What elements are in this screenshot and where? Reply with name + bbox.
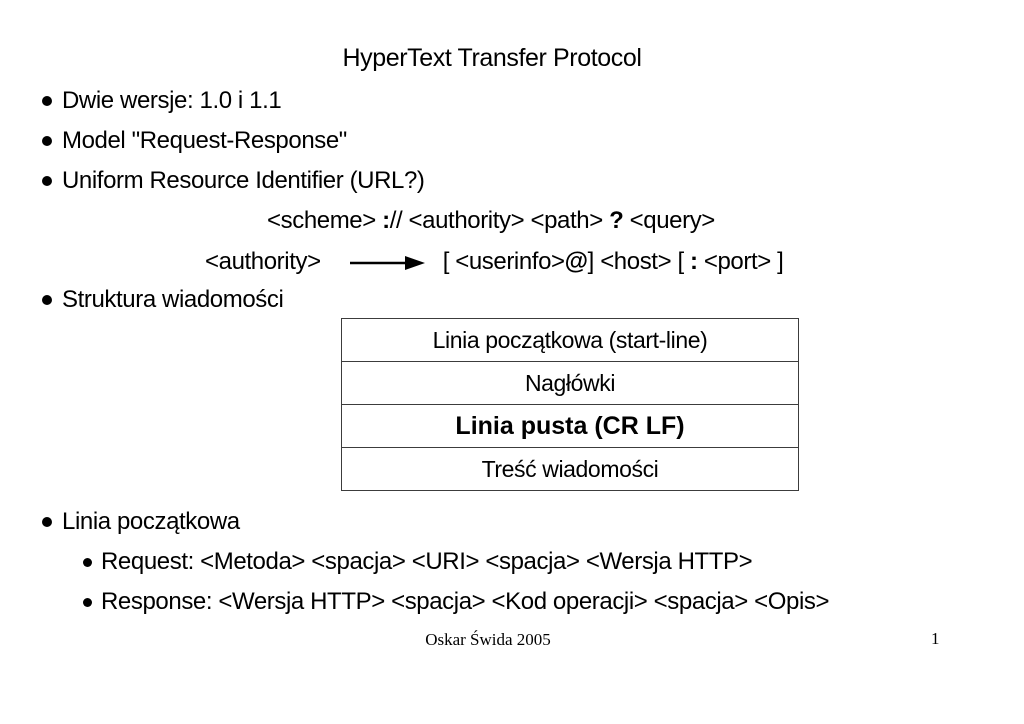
- bullet-item-dwie-wersje: Dwie wersje: 1.0 i 1.1: [42, 87, 282, 115]
- syntax-fragment: // <authority> <path>: [389, 207, 610, 234]
- page-number: 1: [931, 629, 940, 648]
- syntax-fragment: <port> ]: [697, 248, 784, 275]
- table-row-empty-line: Linia pusta (CR LF): [342, 404, 798, 447]
- bullet-icon: [42, 517, 52, 527]
- slide-title: HyperText Transfer Protocol: [342, 44, 642, 72]
- bullet-icon: [42, 295, 52, 305]
- bullet-text: Uniform Resource Identifier (URL?): [62, 167, 425, 194]
- syntax-fragment: [ <userinfo>: [442, 248, 565, 275]
- uri-syntax-line: <scheme> :// <authority> <path> ? <query…: [267, 207, 715, 235]
- bullet-item-uri: Uniform Resource Identifier (URL?): [42, 167, 425, 195]
- bullet-icon: [83, 558, 92, 567]
- authority-label: <authority>: [205, 248, 321, 275]
- right-arrow-icon: [349, 256, 425, 270]
- bullet-text: Request: <Metoda> <spacja> <URI> <spacja…: [101, 548, 753, 575]
- bullet-text: Linia początkowa: [62, 508, 240, 535]
- message-structure-table: Linia początkowa (start-line) Nagłówki L…: [341, 318, 799, 491]
- table-row-start-line: Linia początkowa (start-line): [432, 326, 708, 353]
- table-row-body: Treść wiadomości: [342, 447, 798, 490]
- bullet-text: Dwie wersje: 1.0 i 1.1: [62, 87, 282, 114]
- bullet-item-model: Model "Request-Response": [42, 127, 347, 155]
- sub-bullet-item-request: Request: <Metoda> <spacja> <URI> <spacja…: [83, 548, 753, 576]
- bullet-icon: [42, 96, 52, 106]
- bullet-item-struktura: Struktura wiadomości: [42, 286, 284, 314]
- bullet-icon: [42, 136, 52, 146]
- bullet-icon: [83, 598, 92, 607]
- syntax-fragment: ] <host> [: [587, 248, 690, 275]
- bullet-item-linia-poczatkowa: Linia początkowa: [42, 508, 240, 536]
- footer-author: Oskar Świda 2005: [425, 630, 551, 649]
- bullet-text: Response: <Wersja HTTP> <spacja> <Kod op…: [101, 588, 830, 615]
- bullet-text: Model "Request-Response": [62, 127, 347, 154]
- sub-bullet-item-response: Response: <Wersja HTTP> <spacja> <Kod op…: [83, 588, 830, 616]
- syntax-question-mark: ?: [609, 207, 624, 234]
- syntax-colon: :: [382, 207, 390, 234]
- syntax-fragment: <query>: [623, 207, 716, 234]
- syntax-fragment: <scheme>: [267, 207, 383, 234]
- authority-expansion: [ <userinfo>@] <host> [ : <port> ]: [443, 248, 784, 276]
- syntax-colon: :: [690, 248, 698, 275]
- table-row-headers: Nagłówki: [342, 361, 798, 404]
- syntax-at-sign: @: [564, 248, 588, 275]
- bullet-text: Struktura wiadomości: [62, 286, 284, 313]
- bullet-icon: [42, 176, 52, 186]
- authority-syntax-line: <authority> [ <userinfo>@] <host> [ : <p…: [205, 248, 784, 276]
